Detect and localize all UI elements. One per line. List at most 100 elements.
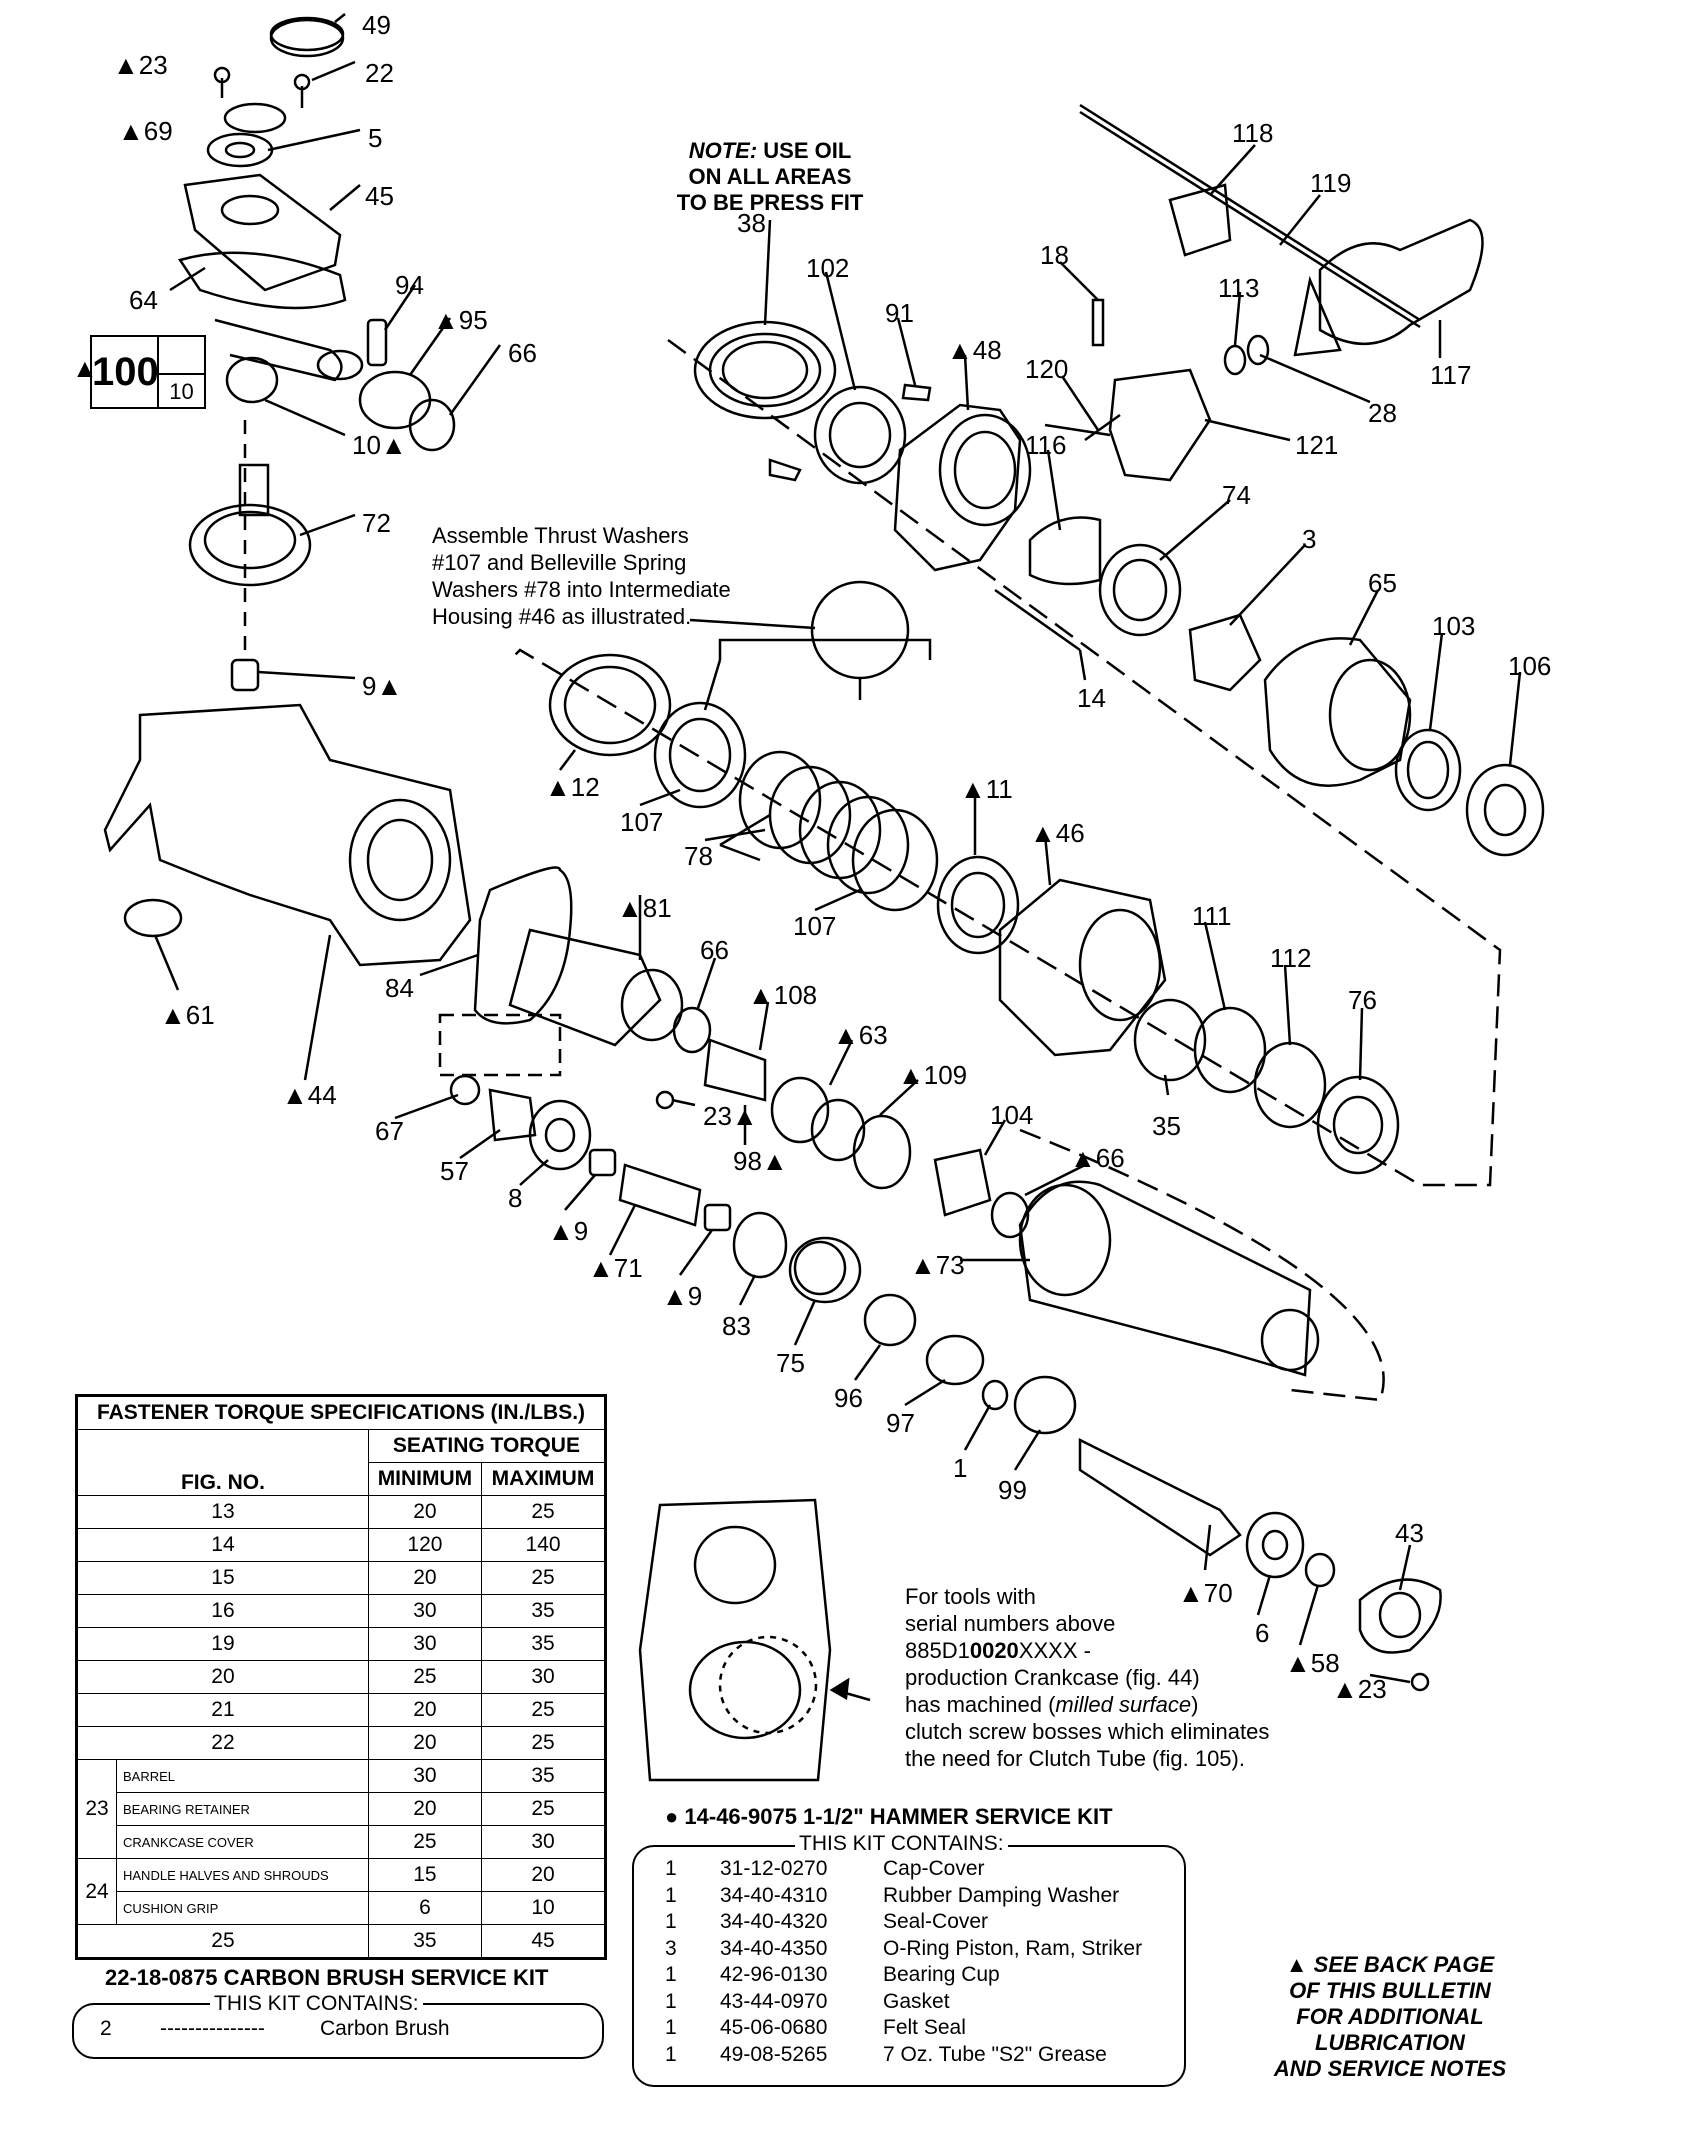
part-label: 75 (776, 1348, 805, 1378)
part-label: 103 (1432, 611, 1476, 641)
part-label: 120 (1025, 354, 1069, 384)
part-10-bearing (225, 356, 279, 404)
min-torque: 20 (367, 1726, 482, 1760)
part-12-bearing (548, 653, 672, 757)
part-96-gear (863, 1293, 917, 1347)
brush-kit-contains: THIS KIT CONTAINS: (210, 1992, 423, 2016)
part-label: 96 (834, 1383, 863, 1413)
min-torque: 20 (367, 1693, 482, 1727)
part-label: 116 (1025, 430, 1067, 460)
part-66-oring-a (408, 398, 456, 452)
part-94-pin (366, 318, 388, 367)
part-95-piston (358, 370, 432, 430)
serial-a: 885D1 (905, 1638, 970, 1663)
part-label: ▲66 (1070, 1143, 1125, 1173)
col-fig: FIG. NO. (76, 1429, 369, 1496)
min-torque: 20 (367, 1792, 482, 1826)
part-label: ▲23 (1332, 1674, 1387, 1704)
part-109b-washer (852, 1114, 912, 1190)
part-67-washer (449, 1074, 481, 1106)
max-torque: 25 (480, 1792, 607, 1826)
part-84-gasket (473, 866, 573, 1025)
part-22-screw (293, 73, 311, 108)
machined-b: milled surface (1055, 1692, 1192, 1717)
part-label: 97 (886, 1408, 915, 1438)
part-label: ▲44 (282, 1080, 337, 1110)
crankcase-note-line: For tools with (905, 1584, 1036, 1609)
fastener-name: CUSHION GRIP (116, 1891, 369, 1925)
part-label: 3 (1302, 524, 1317, 554)
part-label: ▲70 (1178, 1578, 1233, 1608)
machined-a: has machined ( (905, 1692, 1056, 1717)
max-torque: 25 (480, 1726, 607, 1760)
kit-desc: 7 Oz. Tube "S2" Grease (883, 2042, 1107, 2066)
part-label: 83 (722, 1311, 751, 1341)
part-label: 94 (395, 270, 424, 300)
part-112-washer (1253, 1041, 1327, 1129)
fig-no: 22 (76, 1726, 369, 1760)
part-label: ▲58 (1285, 1648, 1340, 1678)
part-label: 64 (129, 285, 158, 315)
part-70-rotor-shaft (1078, 1437, 1242, 1557)
part-107-washer-b (851, 808, 939, 912)
min-torque: 30 (367, 1594, 482, 1628)
max-torque: 25 (480, 1495, 607, 1529)
kit-part: 31-12-0270 (720, 1857, 828, 1880)
part-label: 74 (1222, 480, 1251, 510)
part-44-crankcase (103, 703, 472, 967)
part-107-washer-a (653, 701, 747, 809)
brush-item: Carbon Brush (320, 2017, 450, 2040)
back-note-line: ▲ SEE BACK PAGE (1285, 1952, 1495, 1977)
max-torque: 10 (480, 1891, 607, 1925)
part-label: 5 (368, 123, 383, 153)
part-1-nut (981, 1379, 1009, 1411)
kit-desc: Gasket (883, 1989, 950, 2013)
fig-no: 20 (76, 1660, 369, 1694)
torque-spec-table: FASTENER TORQUE SPECIFICATIONS (IN./LBS.… (75, 1394, 607, 1960)
part-120-screw (1084, 413, 1121, 442)
part-label: ▲109 (898, 1060, 968, 1090)
part-97-clutch (925, 1334, 985, 1386)
fastener-name: BEARING RETAINER (116, 1792, 369, 1826)
part-35-retaining-ring (1133, 998, 1207, 1082)
part-label: 43 (1395, 1518, 1424, 1548)
back-note-line: LUBRICATION (1315, 2030, 1465, 2055)
kit-qty: 1 (665, 2042, 677, 2066)
fig-no: 23 (76, 1759, 117, 1859)
part-label: 99 (998, 1475, 1027, 1505)
part-label: 14 (1077, 683, 1106, 713)
part-label: ▲48 (947, 335, 1002, 365)
crankcase-note-line: the need for Clutch Tube (fig. 105). (905, 1746, 1245, 1771)
part-23-screw-b (655, 1090, 675, 1110)
kit-qty: 1 (665, 1963, 677, 1986)
part-23-screw (213, 66, 231, 98)
part-83-washer (732, 1211, 788, 1279)
part-113-washer (1223, 344, 1247, 376)
kit-part: 34-40-4310 (720, 1883, 828, 1907)
kit-part: 42-96-0130 (720, 1963, 828, 1986)
part-3-nut (1188, 613, 1262, 692)
thrust-note-line: #107 and Belleville Spring (432, 550, 687, 575)
max-torque: 35 (480, 1594, 607, 1628)
part-label: ▲108 (748, 980, 818, 1010)
part-label: 18 (1040, 240, 1069, 270)
part-label: 22 (365, 58, 394, 88)
fastener-name: HANDLE HALVES AND SHROUDS (116, 1858, 369, 1892)
part-label: 107 (793, 911, 837, 941)
crankcase-note-line: production Crankcase (fig. 44) (905, 1665, 1200, 1690)
min-torque: 25 (367, 1660, 482, 1694)
fastener-name: BARREL (116, 1759, 369, 1793)
part-117-handle (1318, 218, 1484, 346)
fig-no: 25 (76, 1924, 369, 1959)
col-max: MAXIMUM (480, 1462, 607, 1496)
max-torque: 30 (480, 1825, 607, 1859)
part-108-sleeve (703, 1038, 767, 1102)
